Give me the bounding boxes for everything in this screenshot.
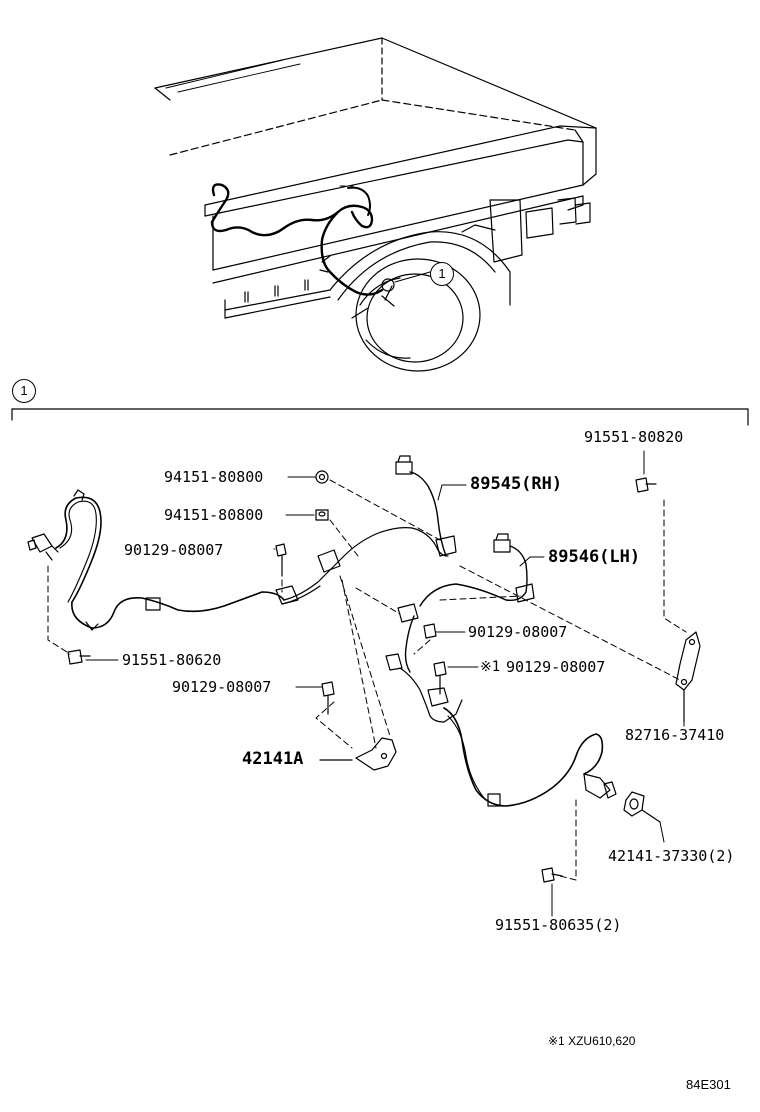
abs-sensor-rh-harness xyxy=(27,455,457,631)
fasteners xyxy=(67,470,657,883)
footnote: ※1 XZU610,620 xyxy=(548,1034,636,1048)
label-42141A: 42141A xyxy=(242,749,304,769)
leader-lines xyxy=(85,450,685,917)
bracket-42141A xyxy=(319,737,397,771)
label-90129-08007-b: 90129-08007 xyxy=(468,623,568,641)
label-91551-80820: 91551-80820 xyxy=(584,428,684,446)
label-note-mark: ※1 xyxy=(480,659,501,675)
figure-code: 84E301 xyxy=(686,1077,731,1092)
clamp-42141-37330 xyxy=(623,791,661,823)
label-89545-rh: 89545(RH) xyxy=(470,474,563,494)
label-90129-08007-a: 90129-08007 xyxy=(124,541,224,559)
label-90129-08007-c: 90129-08007 xyxy=(506,658,606,676)
label-89546-lh: 89546(LH) xyxy=(548,547,641,567)
callout-circle-section: 1 xyxy=(12,379,36,403)
label-94151-80800-b: 94151-80800 xyxy=(164,506,264,524)
label-42141-37330: 42141-37330(2) xyxy=(608,847,735,865)
callout-circle-top: 1 xyxy=(430,262,454,286)
label-91551-80620: 91551-80620 xyxy=(122,651,222,669)
section-bracket-line xyxy=(11,408,749,426)
assembly-lines xyxy=(47,479,687,881)
truck-illustration xyxy=(154,37,597,372)
label-91551-80635: 91551-80635(2) xyxy=(495,916,622,934)
bracket-82716-37410 xyxy=(675,631,701,723)
label-82716-37410: 82716-37410 xyxy=(625,726,725,744)
label-90129-08007-d: 90129-08007 xyxy=(172,678,272,696)
label-94151-80800-a: 94151-80800 xyxy=(164,468,264,486)
